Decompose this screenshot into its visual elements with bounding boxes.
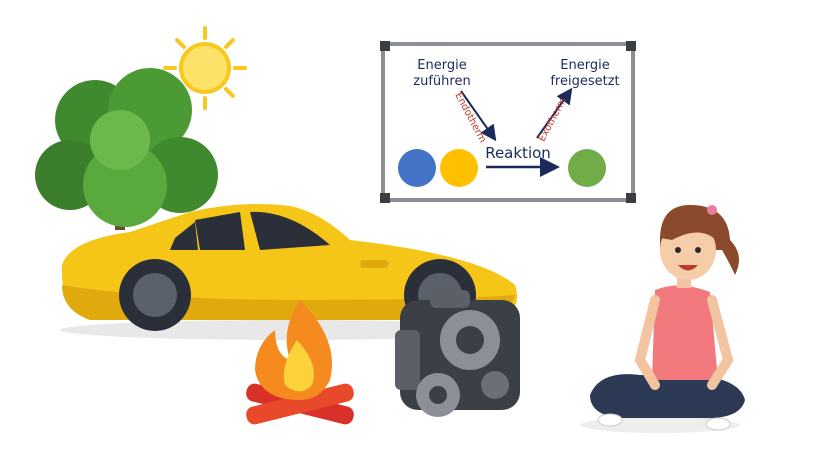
sports-car-illustration: [60, 204, 520, 340]
campfire-illustration: [246, 300, 354, 425]
energy-out-label-line2: freigesetzt: [550, 74, 619, 89]
engine-illustration: [395, 290, 520, 417]
reactant-circle-blue: [398, 149, 436, 187]
reactant-circle-yellow: [440, 149, 478, 187]
reaction-label: Reaktion: [485, 144, 551, 162]
exotherm-arrow: [536, 87, 573, 139]
sun-icon: [163, 26, 247, 110]
energy-out-label-line1: Energie: [560, 58, 609, 73]
endotherm-arrow: [460, 90, 497, 142]
energy-in-label-line2: zuführen: [413, 74, 470, 89]
product-circle-green: [568, 149, 606, 187]
girl-illustration: [580, 205, 745, 433]
tree-illustration: [35, 68, 218, 230]
whiteboard: Energie zuführen Energie freigesetzt End…: [380, 41, 636, 203]
energy-in-label-line1: Energie: [417, 58, 466, 73]
